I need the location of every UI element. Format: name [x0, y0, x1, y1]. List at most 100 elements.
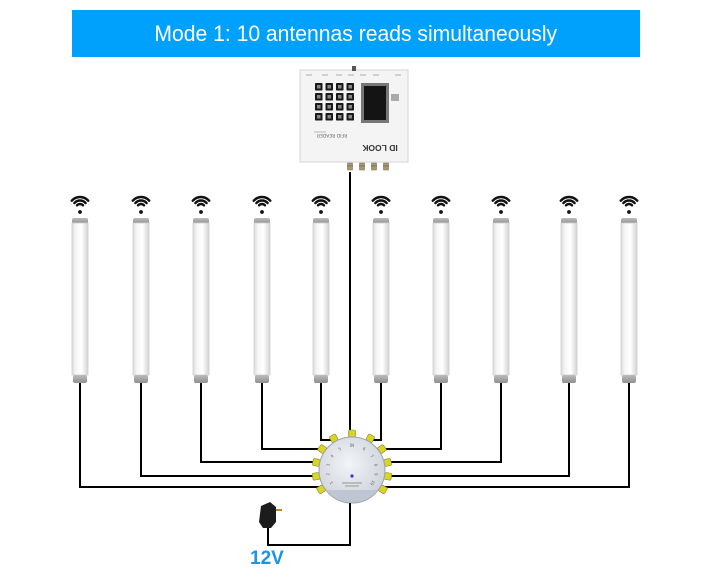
splitter-port-label: 7: [369, 453, 375, 458]
wifi-arc: [257, 202, 267, 207]
antenna-top-cap: [254, 218, 270, 224]
wifi-dot: [139, 210, 143, 214]
keypad-key-glyph: [338, 85, 342, 89]
splitter-center-dot: [350, 474, 354, 478]
wifi-arc: [191, 195, 211, 202]
antenna-top-cap: [621, 218, 637, 224]
antenna-8: [491, 195, 511, 383]
wifi-arc: [196, 202, 206, 207]
wifi-signal-icon: [619, 195, 639, 214]
reader-port-2: [359, 162, 365, 171]
antenna-wire-8: [389, 383, 502, 463]
wifi-arc: [134, 199, 148, 205]
antenna-body: [253, 222, 271, 376]
splitter-port-label: 9: [373, 473, 378, 477]
wifi-arc: [564, 202, 574, 207]
wifi-arc: [431, 195, 451, 202]
power-voltage-label: 12V: [250, 548, 284, 569]
keypad-key-glyph: [317, 85, 321, 89]
antenna-3: [191, 195, 211, 383]
splitter-port-label: 5: [337, 446, 342, 452]
antenna-bottom-cap: [134, 375, 148, 383]
antenna-wire-3: [200, 383, 315, 463]
reader-side-port: [391, 94, 399, 101]
antenna-10: [619, 195, 639, 383]
antenna-5: [311, 195, 331, 383]
power-cable: [267, 503, 351, 546]
splitter-port-label: 10: [369, 479, 376, 486]
antenna-top-cap: [493, 218, 509, 224]
reader-brand-label: ID LOOK: [361, 143, 397, 153]
splitter-port-label: 3: [325, 463, 331, 467]
wifi-dot: [627, 210, 631, 214]
antenna-wire-9: [389, 383, 570, 477]
wifi-dot: [78, 210, 82, 214]
keypad-key-glyph: [317, 105, 321, 109]
keypad-key-glyph: [348, 115, 352, 119]
antenna-body: [132, 222, 150, 376]
adapter-body: [259, 502, 276, 528]
antenna-body: [620, 222, 638, 376]
wifi-arc: [136, 202, 146, 207]
antenna-top-cap: [313, 218, 329, 224]
splitter-port-IN: [348, 429, 356, 438]
antennas: [70, 195, 639, 383]
power-adapter-icon: [259, 502, 282, 528]
wifi-signal-icon: [371, 195, 391, 214]
wifi-arc: [562, 199, 576, 205]
reader-model-label: RFID READER: [317, 132, 347, 138]
keypad-key-glyph: [348, 105, 352, 109]
antenna-wire-7: [383, 383, 442, 450]
antenna-bottom-cap: [562, 375, 576, 383]
wifi-signal-icon: [431, 195, 451, 214]
keypad-key-glyph: [327, 85, 331, 89]
wifi-arc: [376, 202, 386, 207]
rfid-reader: RFID READER ID LOOK: [299, 66, 409, 171]
antenna-bottom-cap: [374, 375, 388, 383]
wifi-dot: [439, 210, 443, 214]
antenna-body: [372, 222, 390, 376]
antenna-top-cap: [193, 218, 209, 224]
wifi-arc: [374, 199, 388, 205]
antenna-top-cap: [433, 218, 449, 224]
reader-screen: [364, 86, 386, 120]
wifi-signal-icon: [559, 195, 579, 214]
splitter-port-label: IN: [350, 443, 354, 448]
wifi-arc: [622, 199, 636, 205]
mode-title-banner: Mode 1: 10 antennas reads simultaneously: [72, 10, 640, 57]
splitter-port-label: 6: [362, 446, 367, 452]
antenna-top-cap: [373, 218, 389, 224]
wifi-dot: [199, 210, 203, 214]
wifi-arc: [494, 199, 508, 205]
antenna-top-cap: [72, 218, 88, 224]
wifi-arc: [624, 202, 634, 207]
splitter-body: [318, 436, 386, 504]
antenna-wire-10: [384, 383, 630, 488]
wifi-arc: [316, 202, 326, 207]
wifi-arc: [252, 195, 272, 202]
wifi-arc: [371, 195, 391, 202]
antenna-bottom-cap: [73, 375, 87, 383]
antenna-1: [70, 195, 90, 383]
antenna-top-cap: [561, 218, 577, 224]
antenna-body: [312, 222, 330, 376]
antenna-bottom-cap: [314, 375, 328, 383]
reader-antenna-ports: [347, 162, 389, 171]
keypad-key-glyph: [327, 95, 331, 99]
keypad-key-glyph: [327, 105, 331, 109]
wifi-arc: [255, 199, 269, 205]
splitter-connector: [348, 429, 356, 438]
antenna-bottom-cap: [255, 375, 269, 383]
keypad-key-glyph: [338, 105, 342, 109]
antenna-bottom-cap: [494, 375, 508, 383]
wifi-arc: [311, 195, 331, 202]
antenna-wire-1: [79, 383, 320, 488]
antenna-7: [431, 195, 451, 383]
wifi-signal-icon: [70, 195, 90, 214]
antenna-body: [492, 222, 510, 376]
antenna-bottom-cap: [194, 375, 208, 383]
wifi-arc: [619, 195, 639, 202]
